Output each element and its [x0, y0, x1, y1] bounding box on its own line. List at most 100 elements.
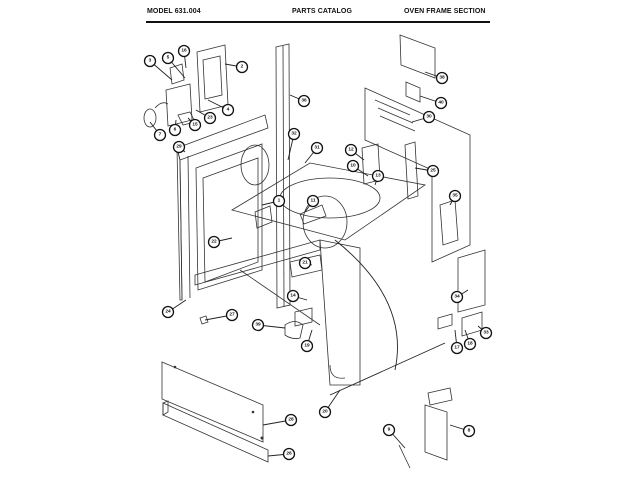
window-panel-large — [399, 34, 436, 79]
callout-bubble — [318, 405, 332, 419]
vertical-post — [275, 43, 291, 309]
callout-bubble — [382, 423, 396, 437]
callout-label: 2 — [241, 64, 244, 70]
callout-label: 32 — [291, 131, 297, 137]
part-callout-9: 9 — [382, 423, 396, 437]
callout-bubble — [422, 110, 436, 124]
model-number: MODEL 631.004 — [147, 8, 201, 15]
callout-bubble — [371, 169, 385, 183]
part-callout-4: 4 — [221, 103, 235, 117]
callout-label: 20 — [322, 409, 328, 415]
section-title: OVEN FRAME SECTION — [404, 8, 486, 15]
callout-label: 27 — [229, 312, 235, 318]
callout-label: 9 — [388, 427, 391, 433]
callout-label: 3 — [149, 58, 152, 64]
rear-panel — [361, 87, 471, 263]
callout-label: 5 — [167, 55, 170, 61]
callout-label: 10 — [350, 163, 356, 169]
callout-label: 25 — [430, 168, 436, 174]
callout-bubble — [344, 143, 358, 157]
callout-label: 30 — [426, 114, 432, 120]
callout-label: 38 — [439, 75, 445, 81]
leveling-foot — [199, 315, 209, 325]
callout-label: 12 — [348, 147, 354, 153]
part-callout-31: 31 — [310, 141, 324, 155]
catalog-title: PARTS CATALOG — [292, 8, 353, 15]
callout-bubble — [426, 164, 440, 178]
callout-label: 31 — [314, 145, 320, 151]
oven-floor — [194, 239, 361, 386]
callout-bubble — [161, 305, 175, 319]
callout-label: 7 — [159, 132, 162, 138]
lower-right-bracket — [398, 387, 453, 469]
part-callout-13: 13 — [371, 169, 385, 183]
callout-label: 33 — [483, 330, 489, 336]
callout-bubble — [161, 51, 175, 65]
callout-bubble — [435, 71, 449, 85]
drawer-roller — [284, 321, 304, 339]
part-callout-29: 29 — [172, 140, 186, 154]
callout-label: 36 — [301, 98, 307, 104]
callout-bubble — [287, 127, 301, 141]
callout-bubble — [143, 54, 157, 68]
callout-label: 18 — [467, 341, 473, 347]
part-callout-6: 6 — [168, 123, 182, 137]
callout-bubble — [306, 194, 320, 208]
cable-arc — [334, 239, 398, 371]
callout-label: 17 — [454, 345, 460, 351]
callout-bubble — [346, 159, 360, 173]
oven-top-panel — [230, 144, 427, 249]
callout-bubble — [286, 289, 300, 303]
callout-label: 34 — [454, 294, 460, 300]
part-callout-17: 17 — [450, 341, 464, 355]
callout-label: 29 — [176, 144, 182, 150]
callout-bubble — [450, 341, 464, 355]
part-callout-32: 32 — [287, 127, 301, 141]
callout-bubble — [153, 128, 167, 142]
part-callout-15: 15 — [188, 118, 202, 132]
part-callout-20: 20 — [318, 405, 332, 419]
part-callout-21: 21 — [298, 256, 312, 270]
part-callout-19: 19 — [300, 339, 314, 353]
part-callout-8: 8 — [462, 424, 476, 438]
control-bracket-assembly — [143, 44, 229, 128]
callout-label: 24 — [165, 309, 171, 315]
callout-label: 15 — [192, 122, 198, 128]
callout-bubble — [272, 194, 286, 208]
front-frame-left — [176, 114, 269, 301]
part-callout-22: 22 — [207, 235, 221, 249]
callout-bubble — [203, 111, 217, 125]
part-callout-2: 2 — [235, 60, 249, 74]
callout-bubble — [284, 413, 298, 427]
callout-label: 35 — [452, 193, 458, 199]
drawer-front — [161, 361, 264, 443]
callout-bubble — [177, 44, 191, 58]
callout-bubble — [450, 290, 464, 304]
callout-bubble — [172, 140, 186, 154]
part-callout-24: 24 — [161, 305, 175, 319]
part-callout-38: 38 — [435, 71, 449, 85]
callout-label: 11 — [310, 198, 315, 204]
callout-bubble — [298, 256, 312, 270]
callout-label: 14 — [290, 293, 296, 299]
callout-bubble — [225, 308, 239, 322]
callout-bubble — [207, 235, 221, 249]
part-callout-35: 35 — [448, 189, 462, 203]
callout-label: 1 — [278, 198, 281, 204]
part-callout-11: 11 — [306, 194, 320, 208]
callout-label: 6 — [174, 127, 177, 133]
part-callout-16: 16 — [177, 44, 191, 58]
callout-label: 19 — [304, 343, 310, 349]
part-callout-10: 10 — [346, 159, 360, 173]
callout-bubble — [188, 118, 202, 132]
part-callout-18: 18 — [463, 337, 477, 351]
part-callout-12: 12 — [344, 143, 358, 157]
part-callout-30: 30 — [422, 110, 436, 124]
callout-bubble — [297, 94, 311, 108]
part-callout-40: 40 — [434, 96, 448, 110]
callout-label: 21 — [302, 260, 308, 266]
part-callout-28: 28 — [284, 413, 298, 427]
header-rule — [146, 21, 490, 23]
